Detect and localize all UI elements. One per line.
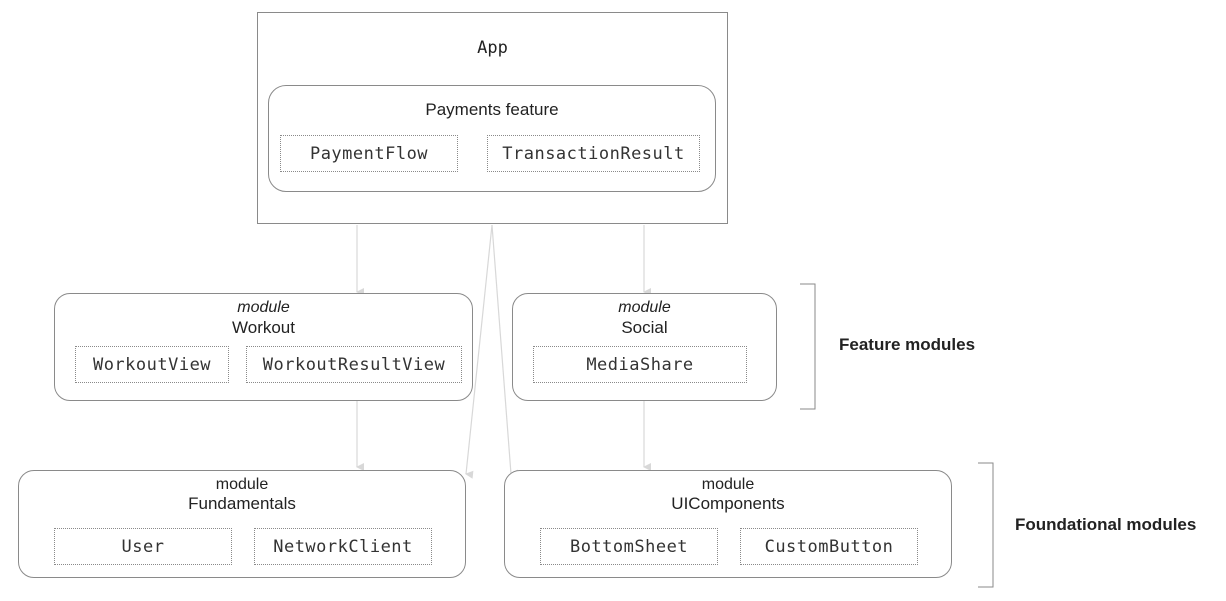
component-transaction-result: TransactionResult (487, 135, 700, 172)
fundamentals-module-title: Fundamentals (188, 494, 296, 513)
app-container: App Payments feature PaymentFlow Transac… (257, 12, 728, 224)
social-module-caption: module (618, 299, 671, 316)
arrow-app-to-uicomponents (491, 224, 519, 478)
fundamentals-module-caption: module (215, 476, 269, 493)
component-workout-view: WorkoutView (75, 346, 229, 383)
social-module-title: Social (621, 318, 668, 337)
uicomponents-module-title: UIComponents (671, 494, 785, 513)
foundational-modules-label: Foundational modules (1015, 515, 1197, 534)
component-payment-flow: PaymentFlow (280, 135, 458, 172)
uicomponents-module: module UIComponents BottomSheet CustomBu… (504, 470, 952, 578)
component-bottom-sheet: BottomSheet (540, 528, 718, 565)
component-workout-result-view: WorkoutResultView (246, 346, 462, 383)
social-module: module Social MediaShare (512, 293, 777, 401)
feature-modules-label: Feature modules (839, 335, 976, 354)
payments-feature-box: Payments feature PaymentFlow Transaction… (268, 85, 716, 192)
workout-module-caption: module (237, 299, 290, 316)
component-media-share: MediaShare (533, 346, 747, 383)
workout-module: module Workout WorkoutView WorkoutResult… (54, 293, 473, 401)
arrow-app-to-fundamentals (465, 224, 493, 479)
component-network-client: NetworkClient (254, 528, 432, 565)
payments-feature-title: Payments feature (425, 100, 559, 119)
workout-module-title: Workout (232, 318, 295, 337)
feature-modules-bracket (800, 283, 816, 410)
fundamentals-module: module Fundamentals User NetworkClient (18, 470, 466, 578)
uicomponents-module-caption: module (701, 476, 755, 493)
component-custom-button: CustomButton (740, 528, 918, 565)
foundational-modules-bracket (978, 462, 994, 588)
app-title: App (477, 38, 508, 58)
component-user: User (54, 528, 232, 565)
